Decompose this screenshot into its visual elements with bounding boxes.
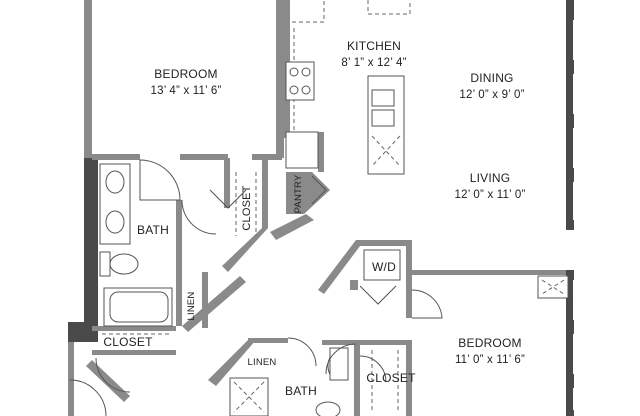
closet-2-name: CLOSET <box>103 335 153 349</box>
bedroom-1-name: BEDROOM <box>154 67 217 81</box>
kitchen-island <box>367 75 405 175</box>
bedroom-2-size: 11’ 0” x 11’ 6” <box>455 354 525 366</box>
bedroom-1-size: 13’ 4” x 11’ 6” <box>151 85 222 97</box>
linen-1-name: LINEN <box>186 292 197 321</box>
stove-icon <box>285 61 315 101</box>
dining-size: 12’ 0” x 9’ 0” <box>459 89 524 101</box>
living-size: 12’ 0” x 11’ 0” <box>455 189 526 201</box>
linen-2-name: LINEN <box>248 357 277 368</box>
bedroom-2-name: BEDROOM <box>458 336 521 350</box>
refrigerator-icon <box>285 131 319 169</box>
kitchen-size: 8’ 1” x 12’ 4” <box>341 57 406 69</box>
bath-2-name: BATH <box>285 384 317 398</box>
walls <box>68 0 574 416</box>
closet-1-name: CLOSET <box>241 185 253 230</box>
pantry-name: PANTRY <box>293 174 304 213</box>
closet-3-name: CLOSET <box>366 371 416 385</box>
vent-icon <box>537 275 569 299</box>
fixtures <box>99 0 575 416</box>
kitchen-name: KITCHEN <box>347 39 401 53</box>
washer-dryer-icon <box>363 249 401 281</box>
bath-1-name: BATH <box>137 223 169 237</box>
bath-2-fixtures <box>229 347 349 416</box>
doors <box>69 159 443 416</box>
living-name: LIVING <box>470 171 511 185</box>
wd-name: W/D <box>372 260 396 274</box>
dining-name: DINING <box>470 71 513 85</box>
bath-1-fixtures <box>99 163 173 327</box>
room-labels: BEDROOM 13’ 4” x 11’ 6” KITCHEN 8’ 1” x … <box>103 39 525 398</box>
